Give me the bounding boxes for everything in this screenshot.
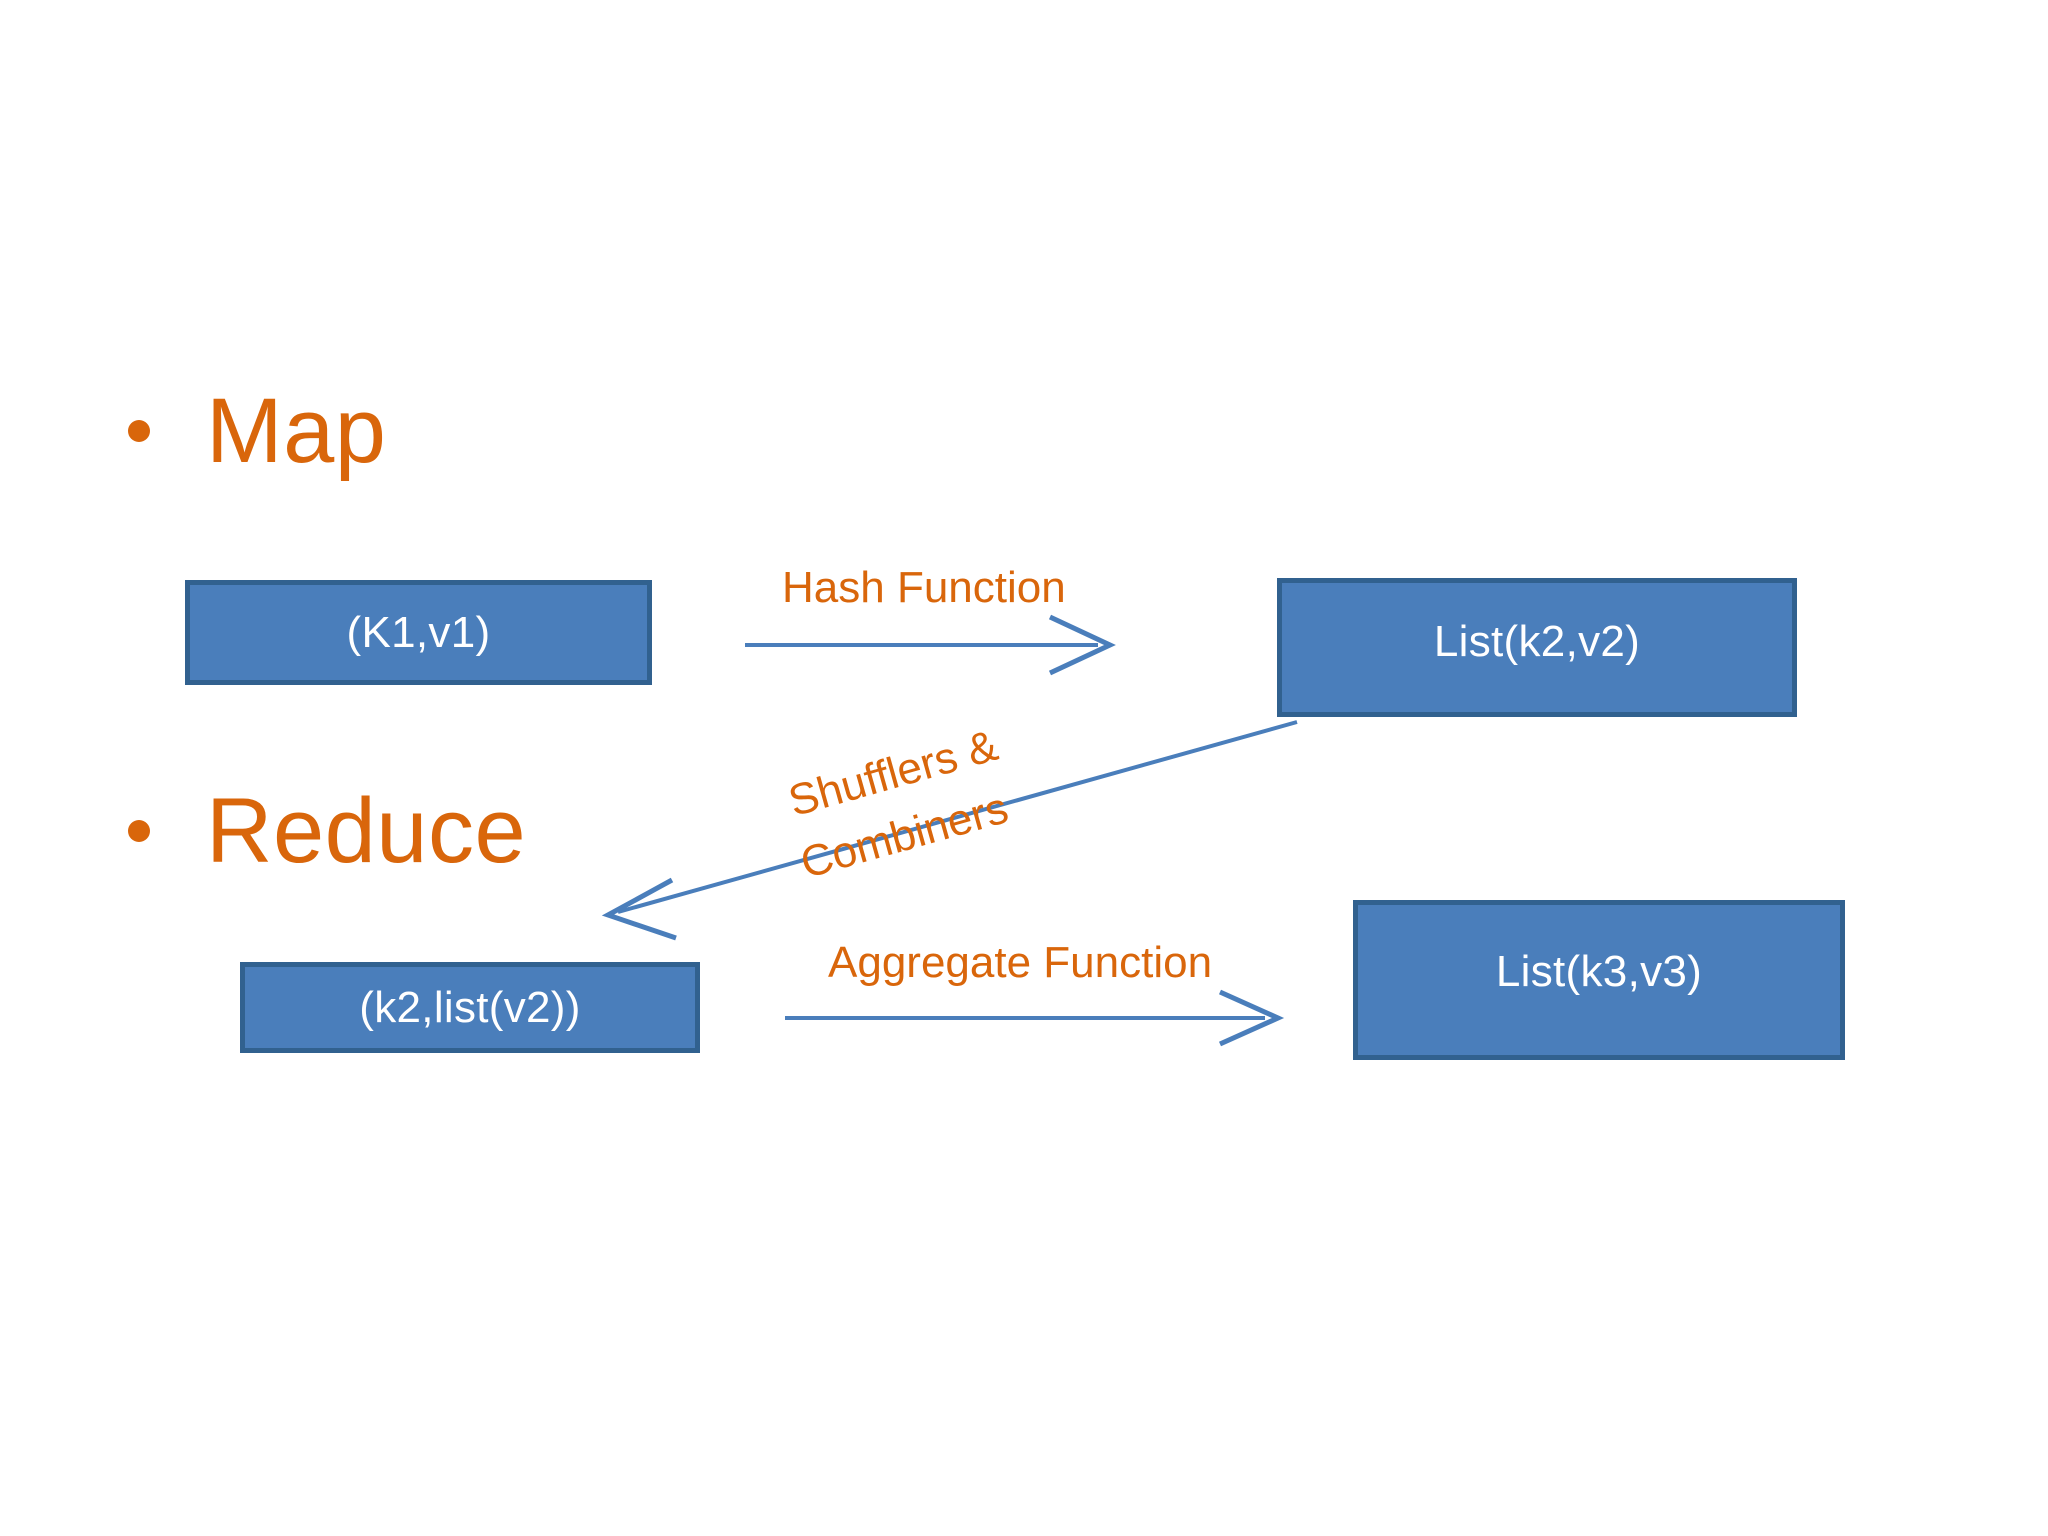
- box-k1v1-label: (K1,v1): [346, 607, 491, 657]
- bullet-map-label: Map: [206, 380, 387, 482]
- hash-function-arrow: [745, 614, 1116, 676]
- caption-aggregate-function: Aggregate Function: [828, 938, 1213, 987]
- aggregate-function-arrow: [785, 989, 1285, 1047]
- box-list-k3v3[interactable]: List(k3,v3): [1353, 900, 1845, 1060]
- bullet-reduce-label: Reduce: [206, 780, 527, 882]
- box-list-k2v2-label: List(k2,v2): [1433, 617, 1641, 666]
- bullet-map: Map: [128, 385, 386, 477]
- box-list-k3v3-label: List(k3,v3): [1495, 947, 1703, 996]
- bullet-reduce: Reduce: [128, 785, 526, 877]
- box-k2-list-v2[interactable]: (k2,list(v2)): [240, 962, 700, 1053]
- box-k1v1[interactable]: (K1,v1): [185, 580, 652, 685]
- bullet-dot-icon: [128, 820, 150, 842]
- box-list-k2v2[interactable]: List(k2,v2): [1277, 578, 1797, 717]
- box-k2-list-v2-label: (k2,list(v2)): [359, 982, 581, 1032]
- caption-hash-function: Hash Function: [782, 563, 1066, 612]
- bullet-dot-icon: [128, 420, 150, 442]
